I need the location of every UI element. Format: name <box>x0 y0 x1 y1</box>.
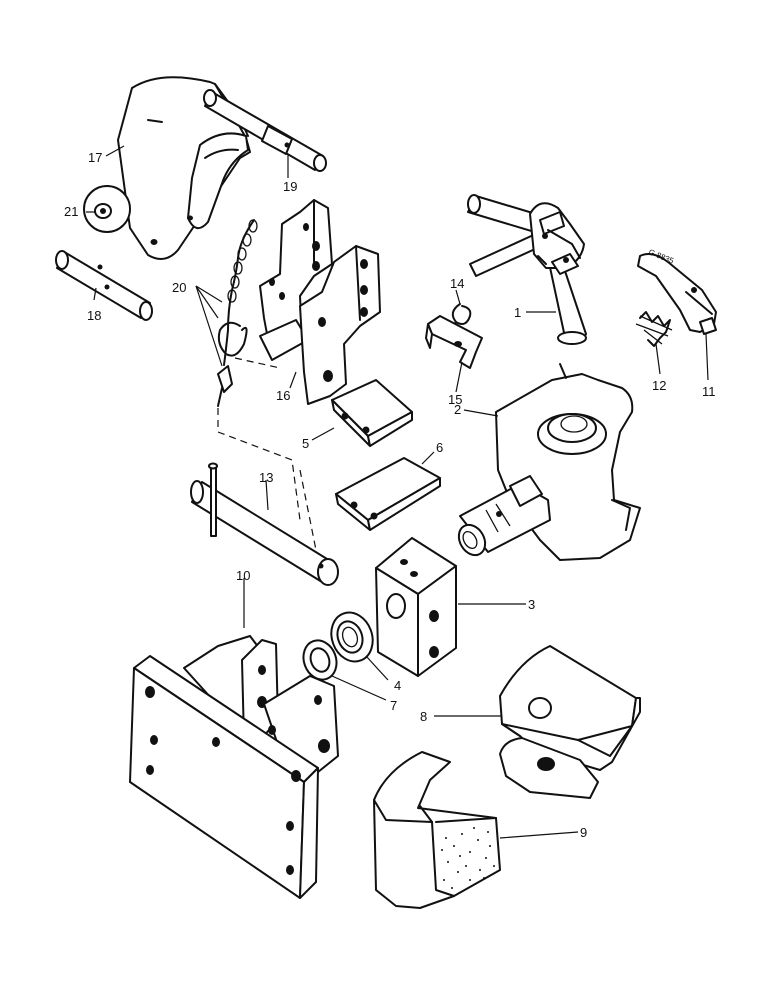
part-2-swivel-housing <box>457 363 641 561</box>
callout-14: 14 <box>450 276 464 291</box>
callout-7: 7 <box>390 698 397 713</box>
part-21-washer <box>83 185 131 233</box>
part-16-bracket <box>259 199 381 405</box>
callout-3: 3 <box>528 597 535 612</box>
part-11-lever <box>637 253 717 335</box>
part-15-retainer-plate <box>425 315 483 369</box>
callout-18: 18 <box>87 308 101 323</box>
callout-6: 6 <box>436 440 443 455</box>
callout-20: 20 <box>172 280 186 295</box>
callout-5: 5 <box>302 436 309 451</box>
part-7-small-washer <box>302 639 338 681</box>
callout-2: 2 <box>454 402 461 417</box>
part-5-small-plate <box>331 379 413 447</box>
callout-8: 8 <box>420 709 427 724</box>
leader-lines <box>86 145 709 839</box>
part-6-large-plate <box>335 457 441 531</box>
part-4-thrust-washer <box>330 611 374 663</box>
callout-4: 4 <box>394 678 401 693</box>
callout-17: 17 <box>88 150 102 165</box>
hook-surface-stipple <box>441 827 495 889</box>
part-9-hook-block <box>373 751 501 909</box>
part-3-pivot-block <box>375 537 457 677</box>
part-17-drawbar-jaw <box>117 76 251 260</box>
part-1-coupling-pin <box>467 194 587 345</box>
callout-13: 13 <box>259 470 273 485</box>
callout-11: 11 <box>702 384 716 399</box>
callout-12: 12 <box>652 378 666 393</box>
callout-16: 16 <box>276 388 290 403</box>
part-13-cross-pin <box>190 462 339 586</box>
callout-21: 21 <box>64 204 78 219</box>
part-8-clevis-bracket <box>499 645 641 799</box>
callout-19: 19 <box>283 179 297 194</box>
part-20-linch-pin-chain <box>217 219 258 407</box>
part-19-pin <box>203 89 327 172</box>
callout-labels: 17 21 19 20 18 16 5 6 13 10 3 4 7 8 9 1 … <box>64 150 716 840</box>
callout-1: 1 <box>514 305 521 320</box>
part-12-spring <box>635 311 673 347</box>
callout-9: 9 <box>580 825 587 840</box>
callout-10: 10 <box>236 568 250 583</box>
callout-15: 15 <box>448 392 462 407</box>
part-18-pin <box>55 250 153 321</box>
part-10-mounting-plate <box>129 635 339 899</box>
assembly-guide-lines <box>217 357 319 561</box>
